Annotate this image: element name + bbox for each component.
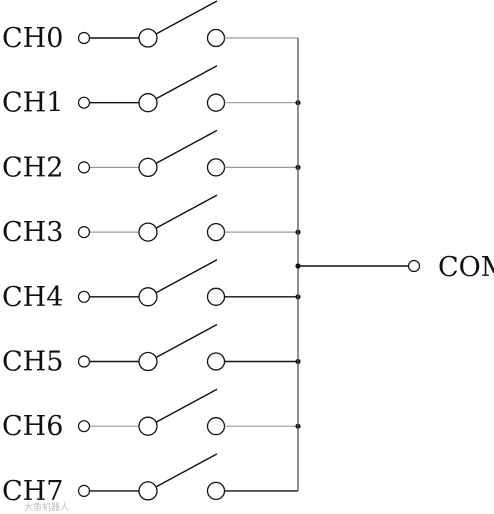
- switch-pivot: [138, 416, 158, 436]
- switch-pivot: [138, 481, 158, 501]
- switch-contact: [206, 158, 226, 177]
- com-junction-dot: [295, 263, 301, 269]
- input-terminal: [77, 355, 91, 368]
- watermark: 大鱼机器人: [24, 501, 69, 513]
- channel-label: CH7: [2, 476, 63, 507]
- switch-pivot: [138, 287, 158, 307]
- switch-blade: [155, 323, 218, 359]
- switch-contact: [206, 93, 226, 112]
- switch-contact: [206, 287, 226, 306]
- channel-7: CH7: [2, 453, 298, 507]
- channel-4: CH4: [2, 259, 301, 313]
- input-terminal: [77, 96, 91, 109]
- input-terminal: [77, 226, 91, 239]
- channel-1: CH1: [2, 65, 301, 119]
- com-label: COM: [438, 252, 494, 283]
- switch-pivot: [138, 351, 158, 372]
- switch-blade: [155, 65, 218, 100]
- switch-blade: [155, 453, 218, 488]
- input-terminal: [77, 161, 91, 174]
- switch-blade: [155, 259, 218, 294]
- switch-contact: [206, 28, 226, 48]
- channel-label: CH5: [2, 347, 63, 378]
- switch-blade: [155, 194, 218, 229]
- switch-pivot: [138, 28, 158, 48]
- channel-label: CH1: [2, 88, 63, 119]
- channel-2: CH2: [2, 129, 301, 183]
- channel-label: CH2: [2, 152, 63, 183]
- com-terminal: [407, 259, 421, 273]
- input-terminal: [77, 484, 91, 497]
- switch-contact: [206, 352, 226, 371]
- switch-pivot: [138, 93, 158, 113]
- input-terminal: [77, 420, 91, 433]
- channel-5: CH5: [2, 323, 301, 378]
- switch-pivot: [138, 222, 158, 242]
- switch-pivot: [138, 157, 158, 178]
- switch-blade: [155, 388, 218, 423]
- switch-contact: [206, 481, 226, 501]
- channel-label: CH3: [2, 217, 63, 248]
- input-terminal: [77, 31, 91, 45]
- switch-contact: [206, 417, 226, 436]
- channel-3: CH3: [2, 194, 301, 248]
- channel-0: CH0: [2, 0, 298, 54]
- switch-blade: [155, 129, 218, 165]
- channel-label: CH0: [2, 23, 63, 54]
- channel-label: CH6: [2, 411, 63, 442]
- switch-blade: [155, 0, 218, 35]
- channel-label: CH4: [2, 282, 63, 313]
- input-terminal: [77, 290, 91, 303]
- switch-contact: [206, 222, 226, 242]
- channel-6: CH6: [2, 388, 301, 442]
- common-bus: COM: [295, 38, 494, 491]
